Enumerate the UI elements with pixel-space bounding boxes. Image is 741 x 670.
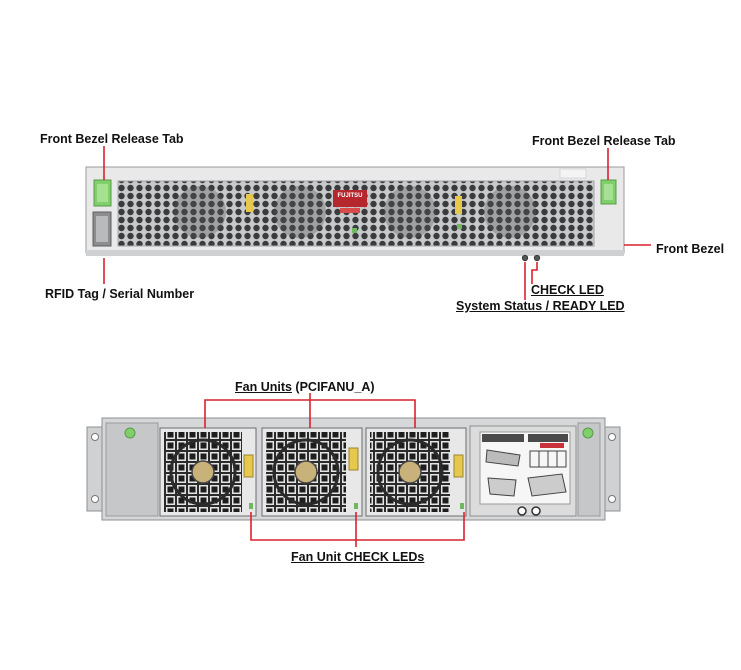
- fan-unit-3-check-led: [460, 503, 464, 509]
- chassis-ear-right: [603, 426, 621, 512]
- label-release-tab-right: Front Bezel Release Tab: [532, 134, 676, 148]
- label-release-tab-left: Front Bezel Release Tab: [40, 132, 184, 146]
- label-rfid: RFID Tag / Serial Number: [45, 287, 195, 301]
- fan-hub-icon: [294, 460, 318, 484]
- label-fan-units-model: (PCIFANU_A): [291, 380, 375, 394]
- check-led: [533, 254, 541, 262]
- fan-hub-icon: [191, 460, 215, 484]
- front-bezel: [85, 166, 625, 256]
- rfid-tag: [92, 211, 112, 247]
- label-status-led: System Status / READY LED: [456, 299, 625, 313]
- label-front-bezel: Front Bezel: [656, 242, 725, 256]
- fan-unit-3[interactable]: [365, 427, 467, 517]
- label-fan-check-leds: Fan Unit CHECK LEDs: [291, 550, 425, 564]
- fan-unit-1[interactable]: [159, 427, 257, 517]
- fan-hub-icon: [398, 460, 422, 484]
- label-check-led: CHECK LED: [531, 283, 604, 297]
- fan-unit-2-check-led: [354, 503, 358, 509]
- chassis-ear-left: [86, 426, 104, 512]
- service-label-panel: [469, 425, 577, 517]
- release-tab-left[interactable]: [93, 179, 112, 207]
- front-callout-lines: [103, 146, 651, 300]
- label-fan-units: Fan Units (PCIFANU_A): [235, 380, 375, 394]
- logo-text: FUJITSU: [337, 193, 363, 199]
- rear-callout-lines: [204, 393, 465, 547]
- fan-unit-2[interactable]: [261, 427, 363, 517]
- label-fan-units-name: Fan Units: [235, 380, 292, 394]
- status-led: [521, 254, 529, 262]
- fujitsu-logo: [333, 190, 367, 213]
- fan-unit-1-check-led: [249, 503, 253, 509]
